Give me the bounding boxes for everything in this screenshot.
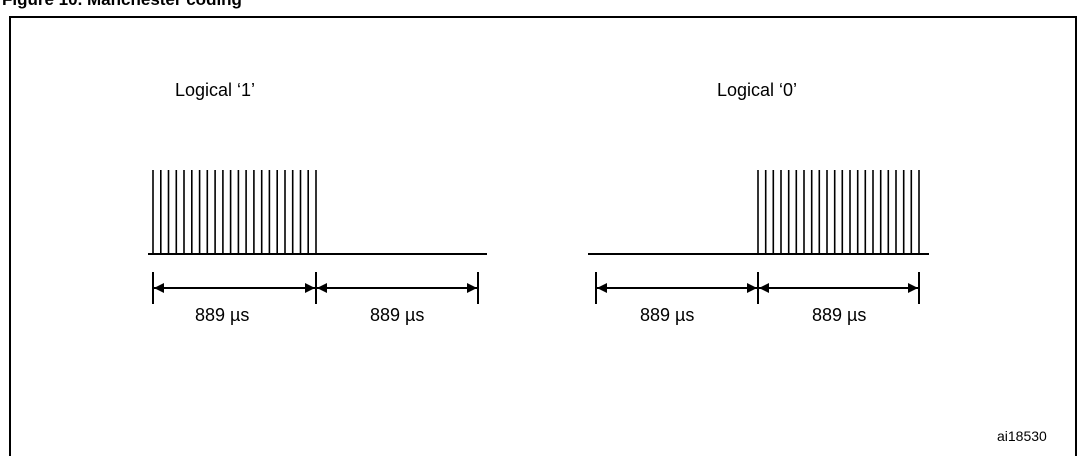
logical-one-carrier-burst	[152, 170, 317, 254]
figure-caption: Figure 10. Manchester coding	[2, 0, 242, 10]
figure-caption-area: Figure 10. Manchester coding	[0, 0, 1082, 10]
figure-frame	[9, 16, 1077, 456]
left-duration-label-2: 889 µs	[370, 305, 425, 325]
logical-zero-label: Logical ‘0’	[717, 80, 798, 100]
right-duration-label-2: 889 µs	[812, 305, 867, 325]
figure-id-code: ai18530	[997, 428, 1047, 444]
logical-zero-carrier-burst	[757, 170, 920, 254]
logical-one-label: Logical ‘1’	[175, 80, 256, 100]
left-duration-label-1: 889 µs	[195, 305, 250, 325]
right-duration-label-1: 889 µs	[640, 305, 695, 325]
